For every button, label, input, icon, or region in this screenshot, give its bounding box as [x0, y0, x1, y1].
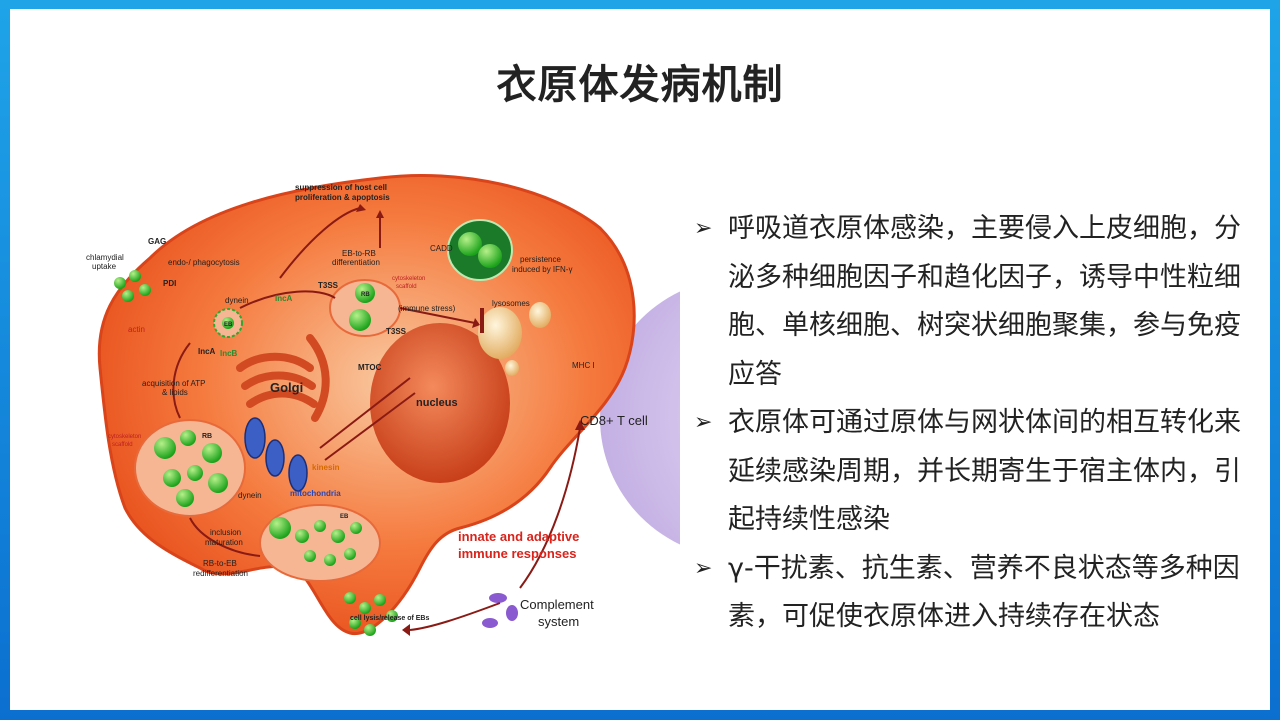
label-dynein-1: dynein: [225, 296, 249, 305]
pathogenesis-diagram: suppression of host cell proliferation &…: [86, 173, 680, 636]
lysosome-large: [478, 307, 522, 359]
label-scaffold-1: scaffold: [396, 284, 417, 290]
label-mitochondria: mitochondria: [290, 489, 341, 498]
bullet-text: 呼吸道衣原体感染，主要侵入上皮细胞，分泌多种细胞因子和趋化因子，诱导中性粒细胞、…: [728, 213, 1241, 390]
label-rb-2: RB: [202, 433, 212, 440]
label-eb-rb-2: differentiation: [332, 258, 380, 267]
label-inca-2: IncA: [198, 347, 216, 356]
label-suppression: suppression of host cell: [295, 183, 387, 192]
label-lysis: cell lysis/release of EBs: [350, 615, 429, 622]
label-chlamydial: chlamydial: [86, 253, 124, 262]
label-atp: acquisition of ATP: [142, 379, 205, 388]
label-nucleus: nucleus: [416, 397, 458, 409]
label-dynein-2: dynein: [238, 491, 262, 500]
bullet-text: γ-干扰素、抗生素、营养不良状态等多种因素，可促使衣原体进入持续存在状态: [728, 552, 1240, 633]
bullet-item: ➢ 呼吸道衣原体感染，主要侵入上皮细胞，分泌多种细胞因子和趋化因子，诱导中性粒细…: [694, 205, 1254, 399]
label-mhc: MHC I: [572, 361, 595, 370]
label-redifferentiation: redifferentiation: [193, 569, 248, 578]
label-immune-stress: (immune stress): [398, 304, 456, 313]
label-cadd: CADD: [430, 244, 453, 253]
label-suppression-2: proliferation & apoptosis: [295, 193, 390, 202]
label-actin: actin: [128, 325, 145, 334]
label-persistence: persistence: [520, 255, 561, 264]
label-mtoc: MTOC: [358, 363, 382, 372]
label-cytoskeleton-1: cytoskeleton: [392, 276, 425, 282]
label-endo: endo-/ phagocytosis: [168, 258, 240, 267]
label-persistence-2: induced by IFN-γ: [512, 265, 572, 274]
label-innate: innate and adaptive: [458, 529, 579, 544]
label-pdi: PDI: [163, 279, 176, 288]
nucleus: [370, 323, 510, 483]
released-ebs: [344, 592, 398, 636]
complement-system: [482, 593, 518, 628]
slide-title: 衣原体发病机制: [496, 62, 784, 108]
rb-particles: [154, 430, 228, 507]
eb-particles: [269, 517, 362, 566]
arrow-bullet-icon: ➢: [694, 410, 713, 435]
arrow-heads: [356, 204, 585, 636]
label-maturation: maturation: [205, 538, 243, 547]
arrow-bullet-icon: ➢: [694, 555, 713, 581]
label-lipids: & lipids: [162, 388, 188, 397]
label-golgi: Golgi: [270, 380, 303, 395]
label-rb-eb: RB-to-EB: [203, 559, 237, 568]
label-lysosomes: lysosomes: [492, 299, 530, 308]
lysosome-tiny: [505, 360, 519, 376]
label-t3ss-1: T3SS: [318, 281, 339, 290]
entering-ebs: [114, 270, 151, 302]
label-cd8: CD8+ T cell: [580, 413, 648, 428]
label-eb-2: EB: [340, 514, 349, 520]
label-eb-rb: EB-to-RB: [342, 249, 376, 258]
bullet-list: ➢ 呼吸道衣原体感染，主要侵入上皮细胞，分泌多种细胞因子和趋化因子，诱导中性粒细…: [694, 205, 1254, 642]
label-inclusion: inclusion: [210, 528, 241, 537]
label-complement: Complement: [520, 597, 594, 612]
label-scaffold-2: scaffold: [112, 442, 133, 448]
label-uptake: uptake: [92, 262, 117, 271]
eb-inclusion-bottom: [259, 504, 381, 582]
label-t3ss-2: T3SS: [386, 327, 407, 336]
label-inca-1: IncA: [275, 294, 293, 303]
label-kinesin: kinesin: [312, 463, 340, 472]
label-incb: IncB: [220, 349, 238, 358]
bullet-item: ➢ γ-干扰素、抗生素、营养不良状态等多种因素，可促使衣原体进入持续存在状态: [694, 545, 1254, 642]
label-rb-1: RB: [361, 292, 370, 298]
lysosome-small: [529, 302, 551, 328]
mitochondria: [244, 417, 308, 492]
label-system: system: [538, 614, 579, 629]
label-eb-1: EB: [224, 322, 233, 328]
label-immune: immune responses: [458, 546, 577, 561]
host-cell: [97, 173, 636, 636]
golgi: [236, 334, 330, 422]
label-gag: GAG: [148, 237, 166, 246]
arrow-bullet-icon: ➢: [694, 216, 713, 241]
pathway-arrows: [172, 207, 581, 631]
bullet-text: 衣原体可通过原体与网状体间的相互转化来延续感染周期，并长期寄生于宿主体内，引起持…: [728, 407, 1241, 535]
bullet-item: ➢ 衣原体可通过原体与网状体间的相互转化来延续感染周期，并长期寄生于宿主体内，引…: [694, 399, 1254, 545]
label-cytoskeleton-2: cytoskeleton: [108, 434, 141, 440]
